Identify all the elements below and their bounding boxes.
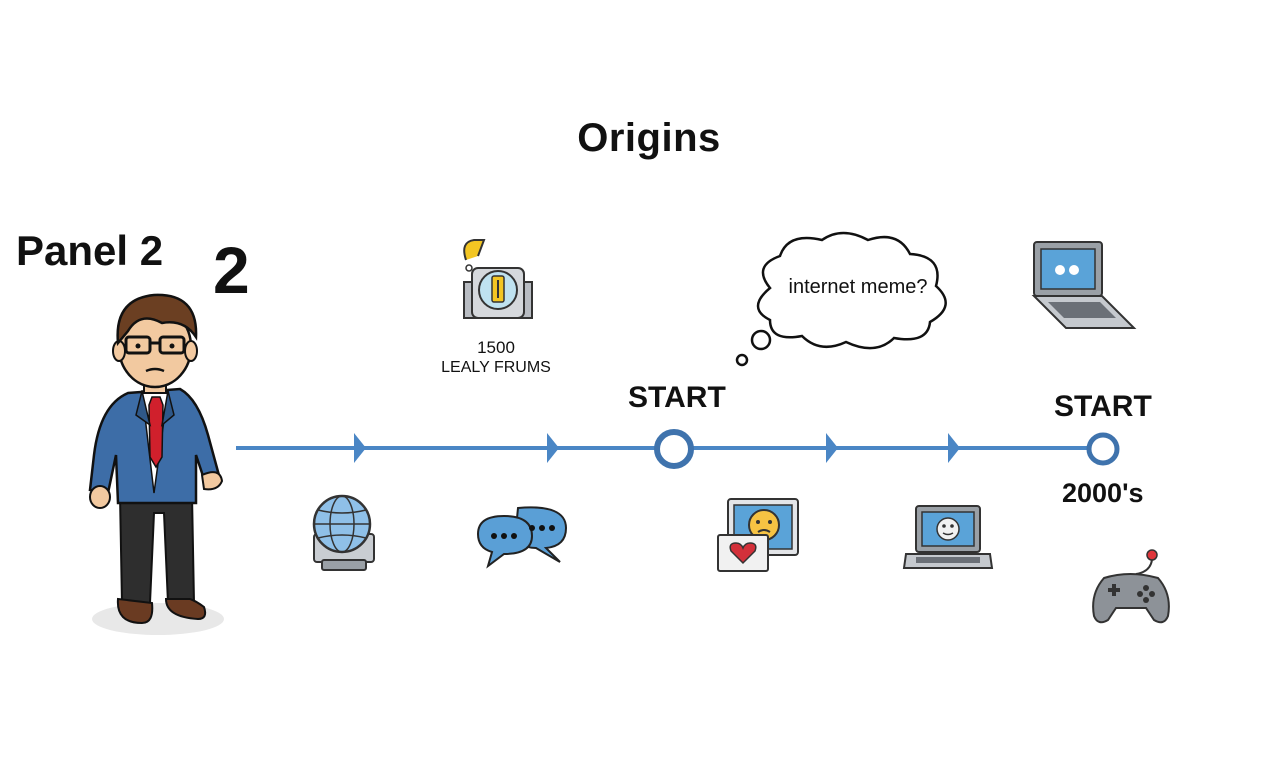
person-presenter-icon bbox=[88, 293, 224, 635]
globe-icon bbox=[312, 494, 375, 571]
timeline-arrow-2 bbox=[547, 433, 559, 463]
thought-bubble-text: internet meme? bbox=[788, 276, 928, 298]
timeline-end-label: START bbox=[1054, 390, 1152, 423]
timeline-arrow-1 bbox=[354, 433, 366, 463]
panel-label: Panel 2 bbox=[16, 227, 164, 274]
chat-bubbles-icon bbox=[476, 506, 568, 569]
forum-name: LEALY FRUMS bbox=[441, 359, 551, 376]
forum-count: 1500 bbox=[477, 338, 515, 357]
timeline-start-marker bbox=[654, 429, 694, 469]
page-title: Origins bbox=[577, 116, 721, 160]
emoji-photo-icon bbox=[717, 498, 799, 572]
laptop-icon bbox=[1031, 241, 1137, 329]
laptop-face-icon bbox=[902, 505, 994, 569]
timeline-era-label: 2000's bbox=[1062, 478, 1144, 508]
timeline-end-marker bbox=[1086, 432, 1120, 466]
panel-number: 2 bbox=[213, 233, 250, 307]
thought-cloud-icon bbox=[735, 231, 947, 367]
timeline-arrow-4 bbox=[948, 433, 960, 463]
game-controller-icon bbox=[1092, 549, 1170, 624]
timeline-arrow-3 bbox=[826, 433, 838, 463]
vintage-computer-icon bbox=[463, 239, 533, 319]
timeline-start-label: START bbox=[628, 381, 726, 414]
